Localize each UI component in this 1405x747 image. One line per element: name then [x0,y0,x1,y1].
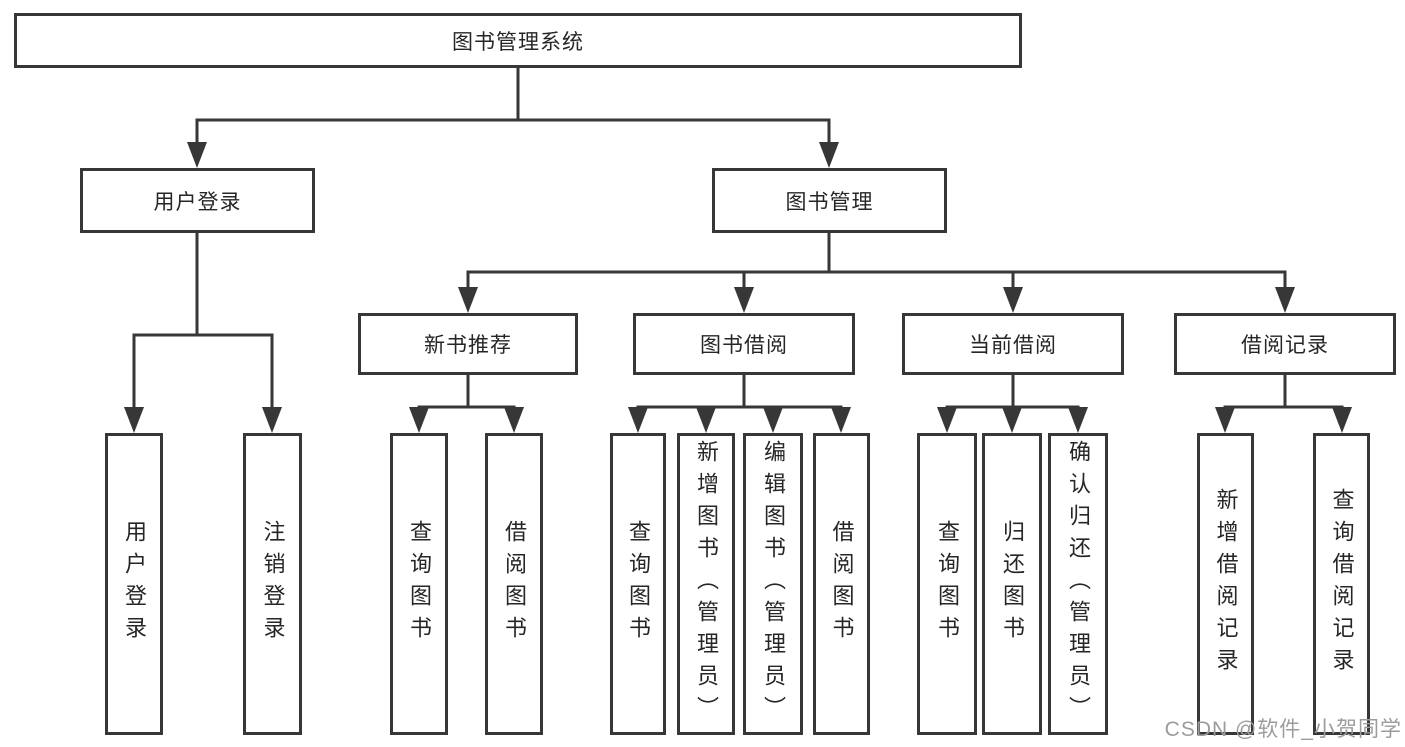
leaf-add-book-admin: 新增图书（管理员） [677,433,735,735]
leaf-borrow-book-recommend: 借阅图书 [485,433,543,735]
leaf-user-login-label: 用户登录 [122,520,147,648]
leaf-user-login: 用户登录 [105,433,163,735]
node-root-label: 图书管理系统 [452,30,584,54]
node-book-management-branch: 图书管理 [712,168,947,233]
leaf-logout: 注销登录 [243,433,302,735]
leaf-query-borrow-record: 查询借阅记录 [1313,433,1370,735]
node-book-borrow: 图书借阅 [633,313,855,375]
node-borrow-records-label: 借阅记录 [1241,334,1329,357]
leaf-add-borrow-record-label: 新增借阅记录 [1213,488,1239,680]
node-new-book-recommend: 新书推荐 [358,313,578,375]
node-borrow-records: 借阅记录 [1174,313,1396,375]
leaf-return-book-label: 归还图书 [1000,520,1025,648]
leaf-borrow-book-label: 借阅图书 [829,520,855,648]
leaf-query-book-recommend: 查询图书 [390,433,448,735]
leaf-add-book-admin-label: 新增图书（管理员） [694,440,719,728]
leaf-confirm-return-admin: 确认归还（管理员） [1048,433,1108,735]
leaf-borrow-book: 借阅图书 [813,433,870,735]
node-user-login-branch: 用户登录 [80,168,315,233]
node-new-book-recommend-label: 新书推荐 [424,334,512,357]
leaf-edit-book-admin-label: 编辑图书（管理员） [761,440,786,728]
leaf-logout-label: 注销登录 [260,520,286,648]
node-current-borrow-label: 当前借阅 [969,334,1057,357]
leaf-query-book-recommend-label: 查询图书 [407,520,432,648]
leaf-query-borrow-record-label: 查询借阅记录 [1329,488,1355,680]
node-book-borrow-label: 图书借阅 [700,334,788,357]
leaf-edit-book-admin: 编辑图书（管理员） [743,433,803,735]
leaf-query-book-borrow: 查询图书 [610,433,666,735]
node-current-borrow: 当前借阅 [902,313,1124,375]
leaf-query-book-current-label: 查询图书 [935,520,960,648]
leaf-return-book: 归还图书 [982,433,1042,735]
leaf-query-book-borrow-label: 查询图书 [626,520,651,648]
node-user-login-branch-label: 用户登录 [153,190,242,214]
csdn-watermark: CSDN @软件_小贺同学 [1164,718,1402,741]
leaf-query-book-current: 查询图书 [917,433,977,735]
leaf-borrow-book-recommend-label: 借阅图书 [502,520,527,648]
leaf-add-borrow-record: 新增借阅记录 [1197,433,1254,735]
leaf-confirm-return-admin-label: 确认归还（管理员） [1066,440,1091,728]
node-root: 图书管理系统 [14,13,1022,68]
node-book-management-branch-label: 图书管理 [785,190,874,214]
